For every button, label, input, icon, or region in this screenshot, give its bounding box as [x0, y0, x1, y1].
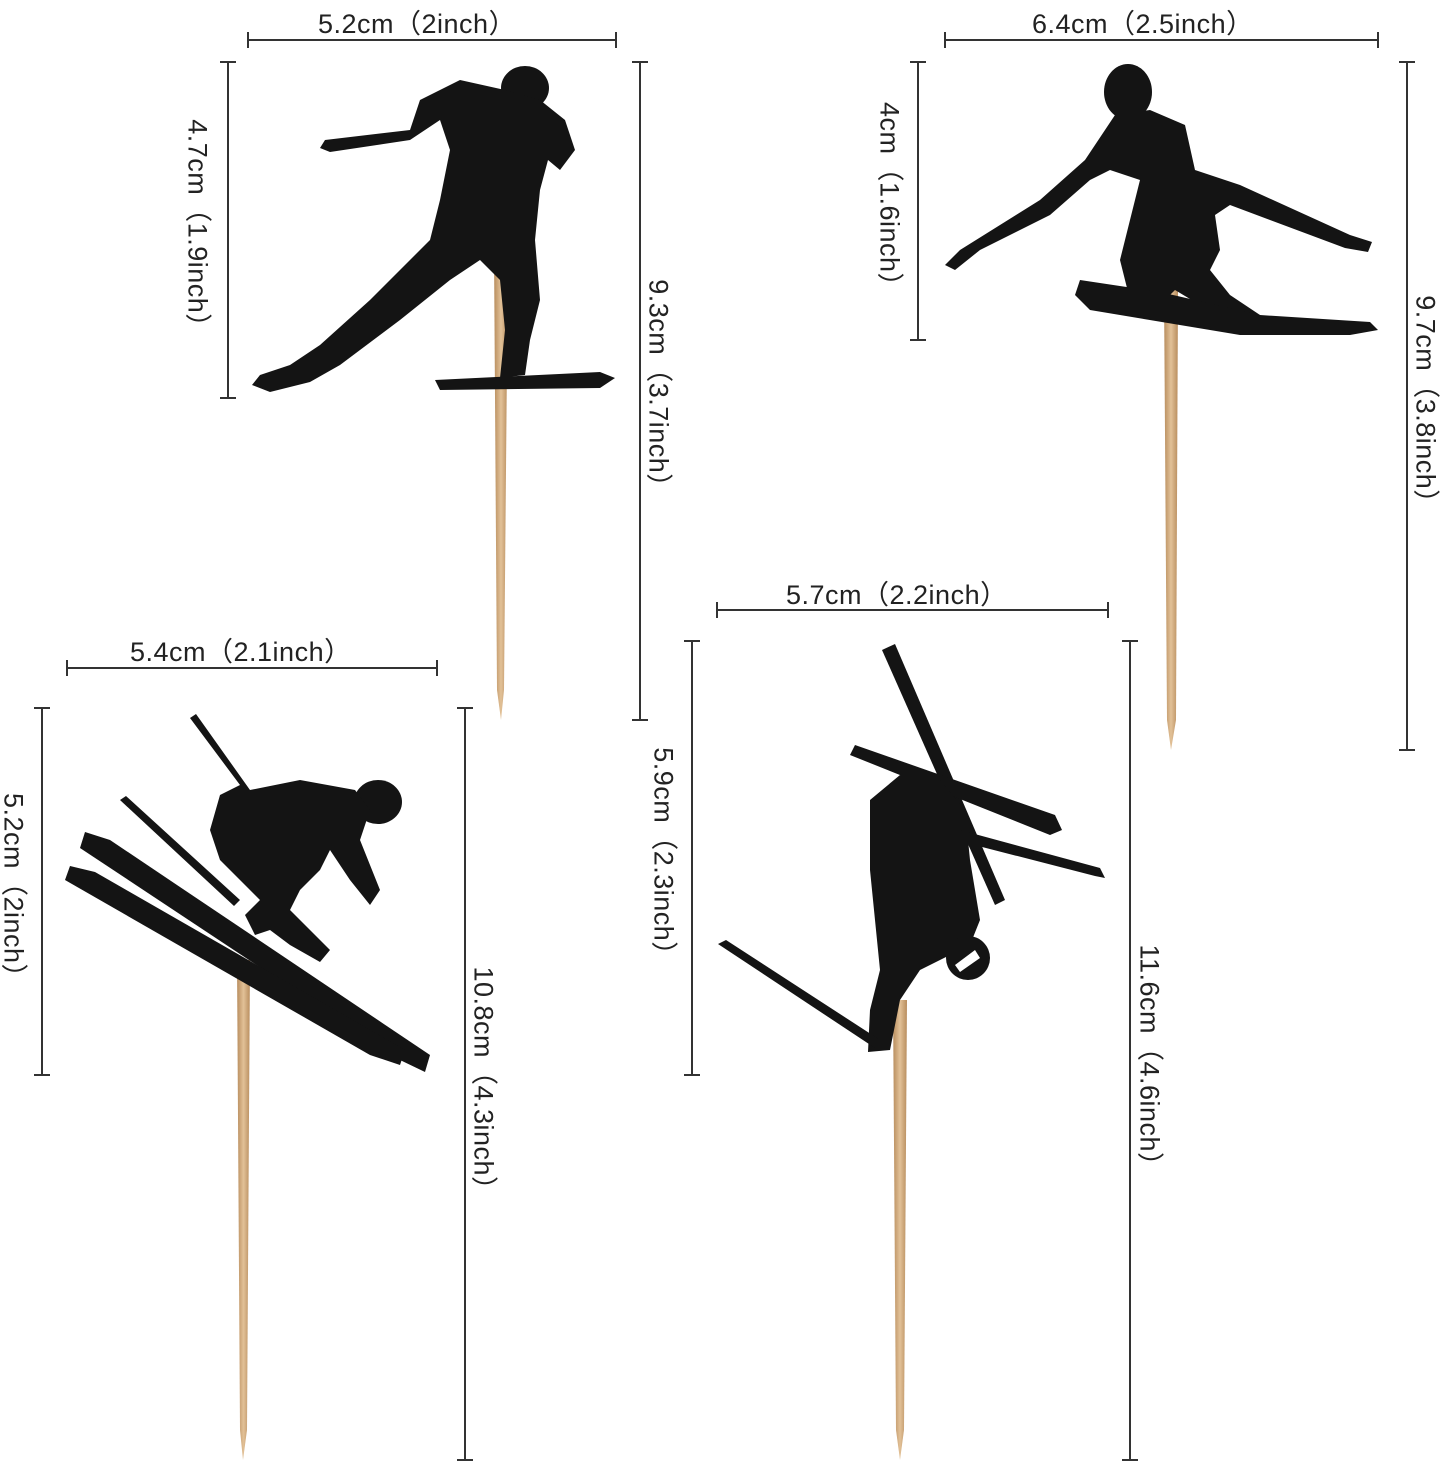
snowboarder-topper — [945, 64, 1378, 750]
snowboarder-figure-height-label: 4cm（1.6inch） — [873, 102, 912, 300]
cross-country-total-height-label: 9.3cm（3.7inch） — [642, 279, 681, 501]
downhill-skier-topper — [65, 714, 430, 1460]
snowboarder-silhouette — [945, 64, 1378, 335]
cross-country-skier-topper — [252, 66, 615, 720]
snowboarder-width-label: 6.4cm（2.5inch） — [1032, 2, 1254, 41]
downhill-total-height-label: 10.8cm（4.3inch） — [467, 966, 506, 1203]
freestyle-width-label: 5.7cm（2.2inch） — [786, 573, 1008, 612]
freestyle-skier-silhouette — [718, 644, 1105, 1052]
wooden-stick — [893, 1000, 907, 1460]
snowboarder-total-height-label: 9.7cm（3.8inch） — [1409, 295, 1445, 517]
downhill-figure-height-label: 5.2cm（2inch） — [0, 793, 36, 991]
downhill-width-label: 5.4cm（2.1inch） — [130, 630, 352, 669]
cross-country-width-label: 5.2cm（2inch） — [318, 2, 516, 41]
cross-country-figure-height-label: 4.7cm（1.9inch） — [181, 119, 220, 341]
freestyle-total-height-label: 11.6cm（4.6inch） — [1133, 944, 1172, 1179]
freestyle-skier-topper — [718, 644, 1105, 1460]
cross-country-skier-silhouette — [252, 66, 615, 392]
wooden-stick — [237, 960, 250, 1460]
freestyle-figure-height-label: 5.9cm（2.3inch） — [647, 747, 686, 969]
wooden-stick — [1164, 290, 1178, 750]
